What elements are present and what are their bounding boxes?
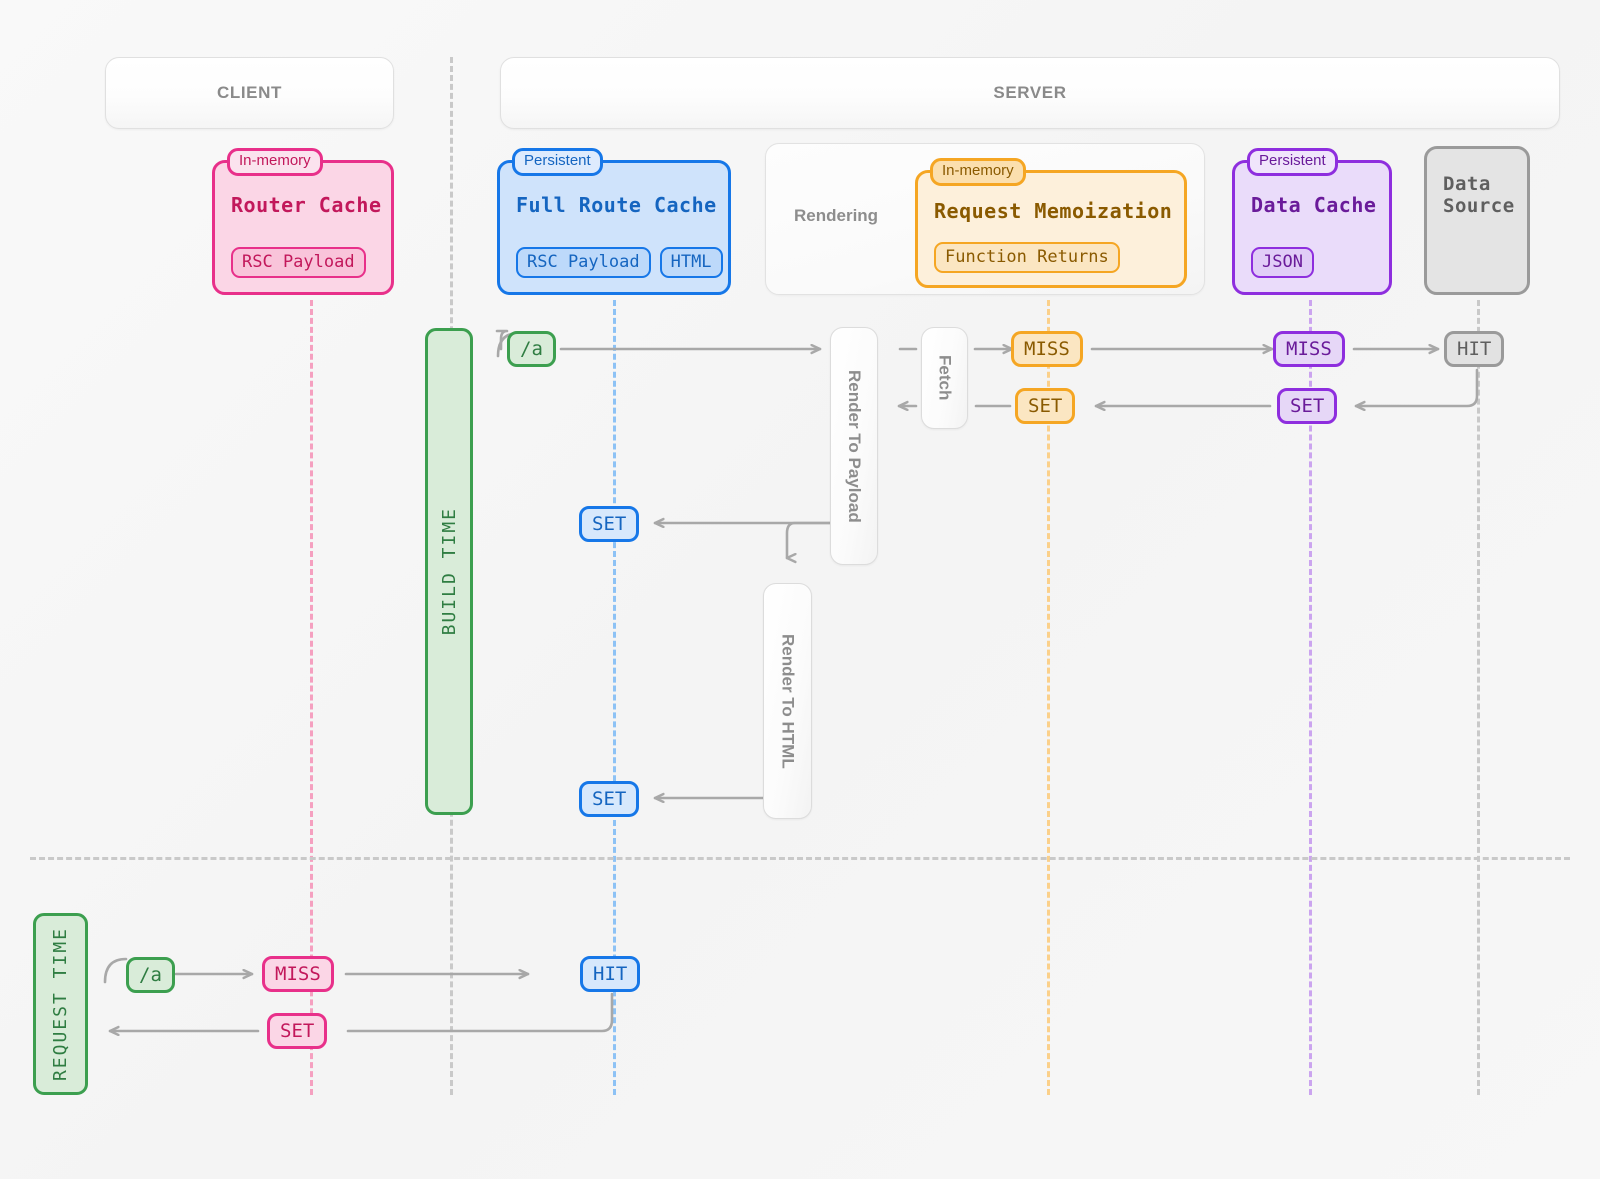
- card-router-cache[interactable]: In-memory Router Cache RSC Payload: [212, 148, 394, 295]
- card-full-route-cache[interactable]: Persistent Full Route Cache RSC Payload …: [497, 148, 731, 295]
- lifeline-full-route-cache: [613, 300, 616, 1095]
- data-source-title-line2: Source: [1443, 195, 1515, 217]
- chip-rsc-payload: RSC Payload: [516, 246, 651, 278]
- data-cache-tag: Persistent: [1247, 148, 1338, 176]
- rendering-label: Rendering: [794, 206, 879, 225]
- request-time-label: REQUEST TIME: [50, 926, 71, 1082]
- chip-json: JSON: [1251, 246, 1314, 278]
- card-request-memoization[interactable]: In-memory Request Memoization Function R…: [915, 158, 1187, 288]
- chip-function-returns: Function Returns: [934, 241, 1120, 273]
- full-route-cache-tag: Persistent: [512, 148, 603, 176]
- badge-memo-set[interactable]: SET: [1015, 388, 1076, 424]
- lifeline-data-source: [1477, 300, 1480, 1095]
- badge-data-source-hit[interactable]: HIT: [1444, 331, 1505, 367]
- card-data-cache[interactable]: Persistent Data Cache JSON: [1232, 148, 1392, 295]
- lifeline-data-cache: [1309, 300, 1312, 1095]
- badge-data-cache-miss[interactable]: MISS: [1273, 331, 1345, 367]
- process-fetch[interactable]: Fetch: [921, 327, 968, 429]
- header-server: SERVER: [500, 57, 1560, 129]
- data-cache-title: Data Cache: [1251, 193, 1377, 217]
- badge-memo-miss[interactable]: MISS: [1011, 331, 1083, 367]
- data-cache-chips: JSON: [1251, 246, 1314, 278]
- fetch-label: Fetch: [935, 355, 955, 401]
- phase-build-time: BUILD TIME: [425, 328, 473, 815]
- process-render-to-html[interactable]: Render To HTML: [763, 583, 812, 819]
- badge-router-set[interactable]: SET: [267, 1013, 328, 1049]
- badge-route-request[interactable]: /a: [126, 957, 175, 993]
- full-route-cache-chips: RSC Payload HTML: [516, 246, 723, 278]
- lifeline-request-memoization: [1047, 300, 1050, 1095]
- request-memoization-chips: Function Returns: [934, 241, 1120, 273]
- router-cache-chips: RSC Payload: [231, 246, 366, 278]
- chip-html: HTML: [659, 246, 723, 278]
- card-data-source[interactable]: Data Source: [1424, 146, 1530, 295]
- request-memoization-tag: In-memory: [930, 158, 1026, 186]
- badge-full-route-set-html[interactable]: SET: [579, 781, 640, 817]
- render-to-html-label: Render To HTML: [778, 633, 798, 769]
- process-render-to-payload[interactable]: Render To Payload: [830, 327, 878, 565]
- data-source-title-line1: Data: [1443, 173, 1491, 195]
- badge-full-route-hit[interactable]: HIT: [580, 956, 641, 992]
- router-cache-title: Router Cache: [231, 193, 382, 217]
- build-time-label: BUILD TIME: [438, 507, 460, 636]
- badge-data-cache-set[interactable]: SET: [1277, 388, 1338, 424]
- lifeline-router-cache: [310, 300, 313, 1095]
- chip-rsc-payload: RSC Payload: [231, 246, 366, 278]
- full-route-cache-title: Full Route Cache: [516, 193, 717, 217]
- phase-request-time: REQUEST TIME: [33, 913, 88, 1095]
- router-cache-tag: In-memory: [227, 148, 323, 176]
- header-client: CLIENT: [105, 57, 394, 129]
- phase-divider: [30, 857, 1570, 860]
- badge-router-miss[interactable]: MISS: [262, 956, 334, 992]
- badge-route-build[interactable]: /a: [507, 331, 556, 367]
- render-to-payload-label: Render To Payload: [845, 369, 864, 523]
- request-memoization-title: Request Memoization: [934, 199, 1173, 223]
- badge-full-route-set-payload[interactable]: SET: [579, 506, 640, 542]
